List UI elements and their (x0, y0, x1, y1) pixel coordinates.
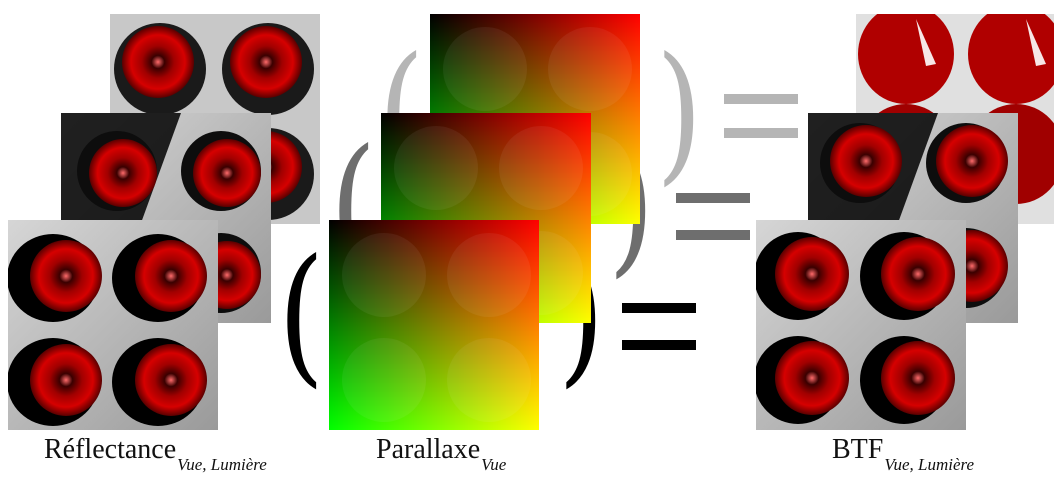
caption-parallax: ParallaxeVue (376, 434, 506, 474)
left-paren-dark: ( (277, 228, 325, 402)
parallax-tile-front (329, 220, 539, 430)
right-paren-light: ) (655, 26, 703, 200)
caption-reflectance-sub: Vue, Lumière (177, 455, 267, 474)
caption-parallax-main: Parallaxe (376, 434, 481, 465)
caption-parallax-sub: Vue (481, 455, 507, 474)
reflectance-tile-front (8, 220, 218, 430)
btf-tile-front (756, 220, 966, 430)
caption-reflectance-main: Réflectance (44, 434, 177, 465)
caption-btf-main: BTF (832, 434, 884, 465)
caption-btf-sub: Vue, Lumière (884, 455, 975, 474)
caption-reflectance: RéflectanceVue, Lumière (44, 434, 267, 474)
caption-btf: BTFVue, Lumière (832, 434, 974, 474)
